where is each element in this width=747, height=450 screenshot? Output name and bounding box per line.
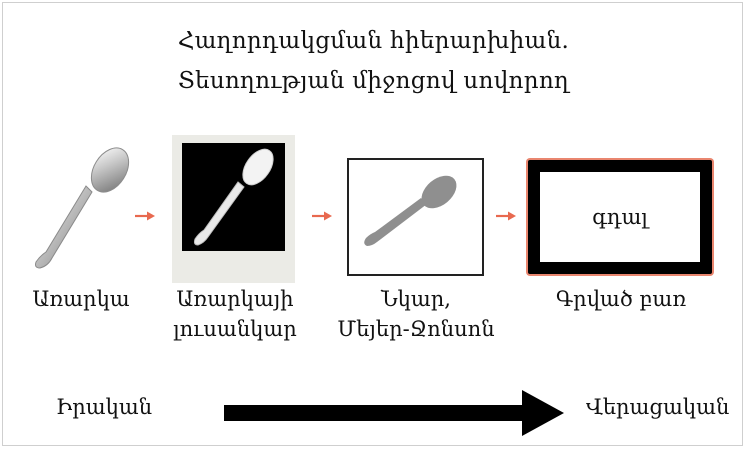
stage-photo-image bbox=[172, 135, 295, 283]
stage-label-line: Նկար, bbox=[381, 287, 451, 311]
arrow-right-icon bbox=[496, 211, 516, 221]
stage-label-object: Առարկա bbox=[6, 284, 156, 314]
stage-label-line: Մեյեր-Ջոնսոն bbox=[337, 317, 495, 341]
arrow-right-icon bbox=[135, 211, 155, 221]
big-arrow-icon bbox=[224, 390, 564, 436]
continuum-right-label: Վերացական bbox=[586, 395, 730, 419]
stage-label-photo: Առարկայի լուսանկար bbox=[150, 284, 320, 344]
stage-label-line: Առարկայի bbox=[176, 287, 294, 311]
stage-word-card: գդալ bbox=[528, 160, 712, 274]
stage-object-image bbox=[22, 140, 132, 280]
diagram-title-line1: Հաղորդակցման հիերարխիան. bbox=[177, 28, 570, 54]
stage-label-line: Առարկա bbox=[32, 287, 130, 311]
spoon-photo-icon bbox=[172, 135, 295, 283]
continuum-left-label: Իրական bbox=[56, 395, 153, 419]
spoon-drawing-icon bbox=[347, 158, 484, 276]
stage-drawing-image bbox=[347, 158, 484, 276]
spoon-icon bbox=[35, 147, 130, 269]
stage-label-word: Գրված բառ bbox=[536, 284, 706, 314]
stage-label-line: Գրված բառ bbox=[555, 287, 687, 311]
diagram-title-line2: Տեսողության միջոցով սովորող bbox=[177, 68, 570, 94]
written-word: գդալ bbox=[540, 172, 700, 262]
stage-label-drawing: Նկար, Մեյեր-Ջոնսոն bbox=[326, 284, 506, 344]
stage-label-line: լուսանկար bbox=[173, 317, 297, 341]
arrow-right-icon bbox=[312, 211, 332, 221]
